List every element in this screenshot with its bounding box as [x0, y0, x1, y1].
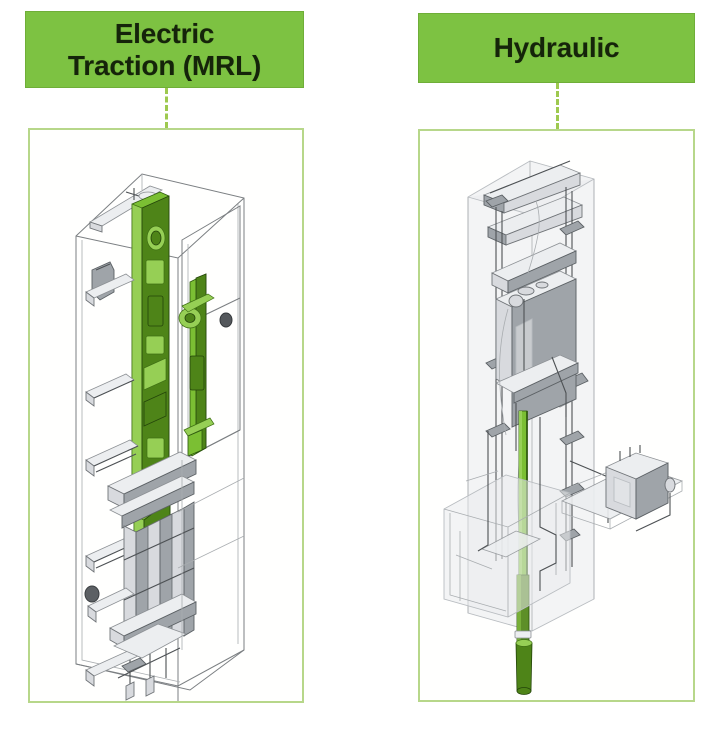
governor-overspeed-unit-highlight	[178, 273, 215, 457]
dashed-connector-electric-traction	[165, 88, 168, 128]
pit-enclosure	[443, 474, 571, 618]
diagram-panel-hydraulic[interactable]	[418, 129, 695, 702]
landing-door-headers	[85, 273, 139, 687]
car-frame-cab	[491, 242, 579, 451]
hydraulic-technical-drawing	[443, 160, 684, 695]
header-box-hydraulic[interactable]: Hydraulic	[418, 13, 695, 83]
header-title-line-1: Electric	[114, 18, 215, 50]
pit-buffer-equipment	[113, 623, 187, 701]
hidden-construction-lines	[177, 460, 245, 650]
header-title-line-1: Hydraulic	[493, 32, 620, 64]
dashed-connector-hydraulic	[556, 83, 559, 129]
diagram-panel-electric-traction[interactable]	[28, 128, 304, 703]
header-title-electric-traction: Electric Traction (MRL)	[68, 18, 261, 81]
header-title-line-2: Traction (MRL)	[67, 49, 262, 81]
electric-traction-technical-drawing	[75, 173, 245, 701]
header-box-electric-traction[interactable]: Electric Traction (MRL)	[25, 11, 304, 88]
header-title-hydraulic: Hydraulic	[494, 32, 620, 63]
power-unit-cabinet	[605, 445, 676, 532]
